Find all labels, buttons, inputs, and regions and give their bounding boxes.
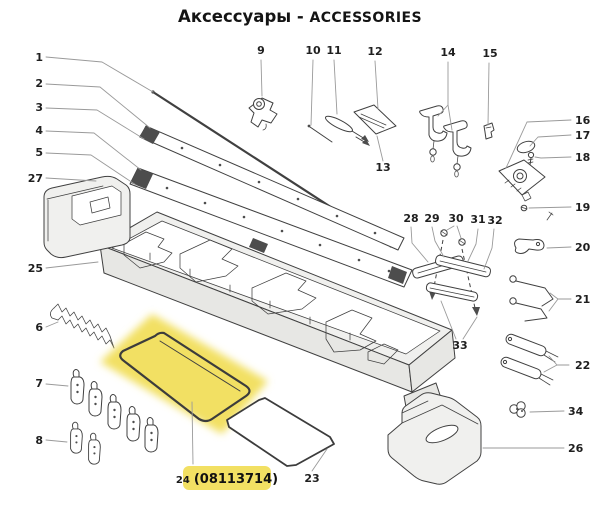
callout-25: 25 (28, 262, 43, 275)
callout-6: 6 (35, 321, 43, 334)
part-pin-10 (307, 124, 333, 143)
callout-32: 32 (487, 214, 502, 227)
part-screw-19 (520, 204, 554, 221)
callout-31: 31 (470, 213, 485, 226)
part-bracket-20 (514, 238, 545, 254)
callout-34: 34 (568, 405, 584, 418)
callout-13: 13 (375, 161, 390, 174)
part-clamp-9 (248, 97, 278, 131)
callout-29: 29 (424, 212, 439, 225)
callout-4: 4 (35, 124, 43, 137)
page-title: Аксессуары - ACCESSORIES (178, 7, 422, 26)
part-mat-24 (100, 314, 268, 434)
callout-16: 16 (575, 114, 591, 127)
callout-28: 28 (403, 212, 418, 225)
part-rail-2-3 (139, 125, 405, 251)
callout-11: 11 (326, 44, 341, 57)
callout-7: 7 (35, 377, 43, 390)
callout-8: 8 (35, 434, 43, 447)
callout-20: 20 (575, 241, 591, 254)
callout-1: 1 (35, 51, 43, 64)
part-end-cover-27 (43, 175, 131, 259)
callout-22: 22 (575, 359, 590, 372)
part-assembly-16-17-18 (498, 140, 546, 202)
callout-2: 2 (35, 77, 43, 90)
part-plate-12-13 (353, 104, 397, 146)
callout-33: 33 (452, 339, 467, 352)
part-wire-hooks-21 (509, 275, 554, 322)
callout-14: 14 (440, 46, 456, 59)
part-claw-weights-8 (70, 421, 101, 465)
highlight-label-text: 24(08113714) (176, 472, 278, 487)
page-title-ru: Аксессуары (178, 7, 291, 26)
leader-lines (45, 56, 572, 472)
callout-27: 27 (28, 172, 43, 185)
mat-24-highlight (100, 314, 268, 434)
callout-5: 5 (35, 146, 43, 159)
callout-labels: 1 2 3 4 5 27 25 6 7 8 9 10 11 12 13 14 1… (28, 44, 591, 485)
part-clip-34 (509, 401, 526, 418)
callout-18: 18 (575, 151, 590, 164)
highlight-label-24: 24(08113714) (176, 466, 278, 490)
part-cast-on-comb-6 (50, 303, 115, 349)
part-screw-15 (483, 122, 495, 140)
callout-9: 9 (257, 44, 265, 57)
callout-12: 12 (367, 45, 382, 58)
part-sheet-23 (226, 397, 335, 467)
callout-17: 17 (575, 129, 590, 142)
callout-10: 10 (305, 44, 321, 57)
callout-19: 19 (575, 201, 590, 214)
callout-3: 3 (35, 101, 43, 114)
part-rail-4-5 (129, 167, 413, 288)
page-title-en: ACCESSORIES (310, 10, 422, 26)
part-table-clamps-14 (419, 105, 472, 178)
callout-26: 26 (568, 442, 584, 455)
callout-21: 21 (575, 293, 590, 306)
callout-23: 23 (304, 472, 319, 485)
part-end-cover-26 (387, 392, 482, 485)
highlight-label-box (183, 466, 271, 490)
callout-15: 15 (482, 47, 497, 60)
part-needle-pushers-22 (500, 333, 559, 386)
part-tool-assembly-28-33 (412, 229, 492, 316)
callout-30: 30 (448, 212, 464, 225)
part-transfer-tool-11 (325, 115, 369, 142)
